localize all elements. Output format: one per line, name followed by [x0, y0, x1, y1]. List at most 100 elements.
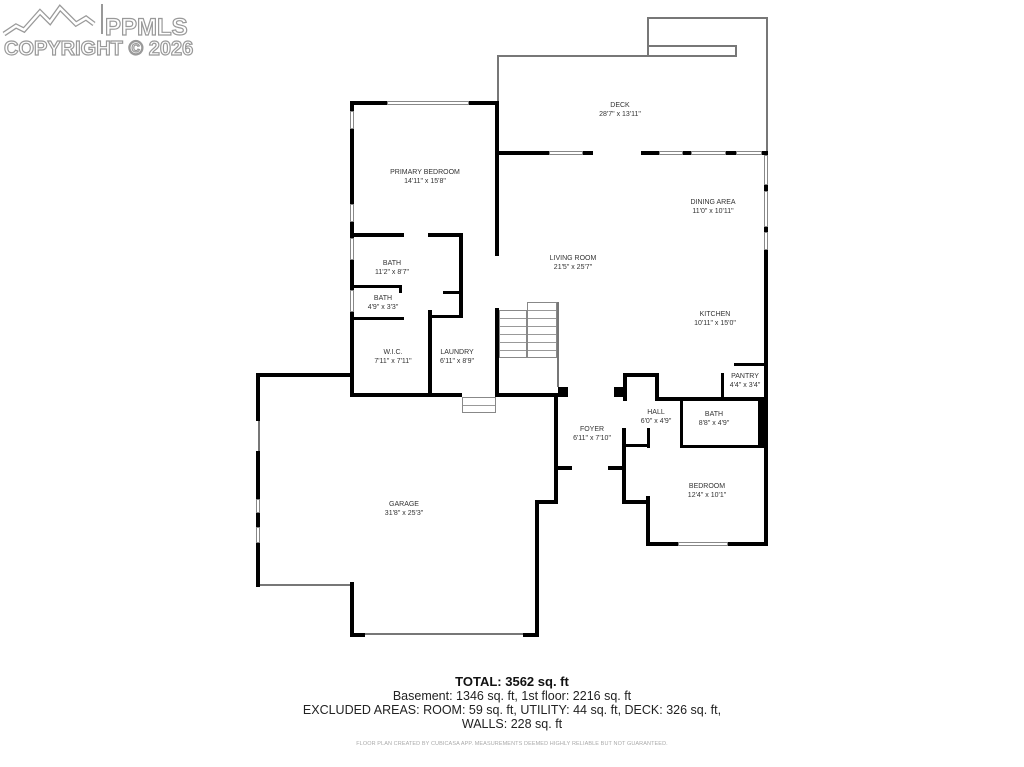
excluded-areas: EXCLUDED AREAS: ROOM: 59 sq. ft, UTILITY…	[302, 703, 722, 717]
wall	[764, 185, 768, 191]
wall	[583, 151, 593, 155]
wall	[256, 373, 260, 421]
mountain-outline-icon	[2, 4, 96, 37]
window	[350, 204, 354, 222]
walls-area: WALLS: 228 sq. ft	[461, 717, 563, 731]
wall	[556, 466, 572, 470]
window	[549, 151, 583, 155]
wall	[626, 444, 650, 447]
wall	[495, 308, 499, 397]
window	[691, 151, 726, 155]
wall	[535, 500, 557, 504]
wall	[469, 101, 499, 105]
logo-copyright-text: COPYRIGHT © 2026	[3, 37, 194, 60]
wall	[496, 393, 562, 397]
window	[764, 155, 768, 185]
total-area: TOTAL: 3562 sq. ft	[455, 674, 569, 689]
wall	[764, 227, 768, 232]
wall	[495, 101, 499, 256]
garage-door-main	[365, 633, 523, 635]
logo-brand-text: PPMLS	[104, 13, 188, 41]
wall	[655, 373, 659, 401]
wall	[622, 500, 649, 504]
wall	[646, 542, 678, 546]
wall	[558, 387, 568, 397]
wall	[354, 317, 404, 320]
stair-rail	[557, 302, 559, 387]
wall	[655, 397, 768, 401]
wall	[762, 151, 768, 155]
wall	[350, 222, 354, 238]
wall	[728, 542, 768, 546]
stairs-down	[499, 310, 527, 358]
wall	[535, 500, 539, 637]
wall	[354, 233, 404, 237]
logo-divider	[101, 4, 103, 34]
wall	[608, 466, 626, 470]
window	[256, 499, 260, 513]
wall	[428, 310, 432, 397]
disclaimer: FLOOR PLAN CREATED BY CUBICASA APP. MEAS…	[356, 741, 668, 747]
ppmls-watermark: PPMLS COPYRIGHT © 2026	[2, 2, 217, 62]
wall	[497, 151, 549, 155]
wall	[350, 312, 354, 397]
wall	[680, 445, 768, 448]
wall	[647, 428, 650, 448]
window	[659, 151, 683, 155]
wall	[350, 393, 462, 397]
wall	[459, 233, 463, 318]
wall	[350, 129, 354, 204]
wall	[680, 400, 683, 448]
wall	[646, 496, 650, 546]
wall	[350, 101, 354, 111]
wall	[764, 250, 768, 400]
window	[256, 527, 260, 543]
wall	[764, 446, 768, 546]
window	[350, 290, 354, 312]
wall	[350, 101, 387, 105]
wall	[622, 428, 626, 504]
wall	[256, 513, 260, 527]
wall	[430, 315, 463, 318]
wall	[256, 543, 260, 587]
window	[764, 191, 768, 227]
garage-side-door	[258, 421, 260, 451]
wall	[614, 387, 624, 397]
window	[736, 151, 762, 155]
wall	[256, 373, 354, 377]
wall	[350, 260, 354, 290]
wall	[350, 633, 365, 637]
garage-door-side	[260, 584, 350, 586]
wall	[350, 582, 354, 637]
garage-steps	[462, 397, 496, 413]
wall	[256, 451, 260, 499]
wall	[641, 151, 659, 155]
stairs-up	[527, 302, 557, 358]
window	[764, 232, 768, 250]
wall	[428, 233, 463, 237]
wall	[721, 373, 724, 398]
wall	[443, 291, 461, 294]
floor-areas: Basement: 1346 sq. ft, 1st floor: 2216 s…	[392, 689, 632, 703]
wall	[758, 400, 768, 446]
wall	[683, 151, 691, 155]
window	[350, 111, 354, 129]
wall	[399, 285, 402, 293]
wall	[726, 151, 736, 155]
wall	[623, 373, 659, 377]
